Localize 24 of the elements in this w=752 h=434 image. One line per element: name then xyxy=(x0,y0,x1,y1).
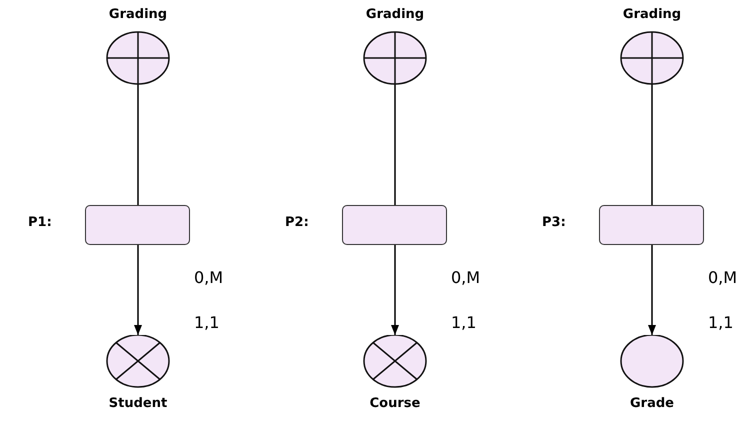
entity-name: Grade xyxy=(629,396,675,411)
entity-name: Course xyxy=(368,396,422,411)
connector xyxy=(394,84,396,205)
connector xyxy=(137,84,139,205)
cardinality-label: 1,1 xyxy=(708,313,734,332)
entity-name: Grading xyxy=(108,7,168,22)
cardinality-label: 0,M xyxy=(708,268,738,287)
part-label: P2: xyxy=(285,215,309,230)
entity-name: Student xyxy=(108,396,168,411)
part-label: P3: xyxy=(542,215,566,230)
entity-name: Grading xyxy=(622,7,682,22)
cardinality-label: 1,1 xyxy=(194,313,220,332)
cardinality-label: 1,1 xyxy=(451,313,476,332)
connector xyxy=(391,245,399,335)
part-label: P1: xyxy=(28,215,52,230)
cardinality-label: 0,M xyxy=(194,268,224,287)
entity-name: Grading xyxy=(364,7,426,22)
process-box xyxy=(599,205,704,245)
connector xyxy=(651,84,653,205)
process-box xyxy=(85,205,190,245)
cardinality-label: 0,M xyxy=(451,268,480,287)
connector xyxy=(134,245,142,335)
process-box xyxy=(342,205,447,245)
connector xyxy=(648,245,656,335)
